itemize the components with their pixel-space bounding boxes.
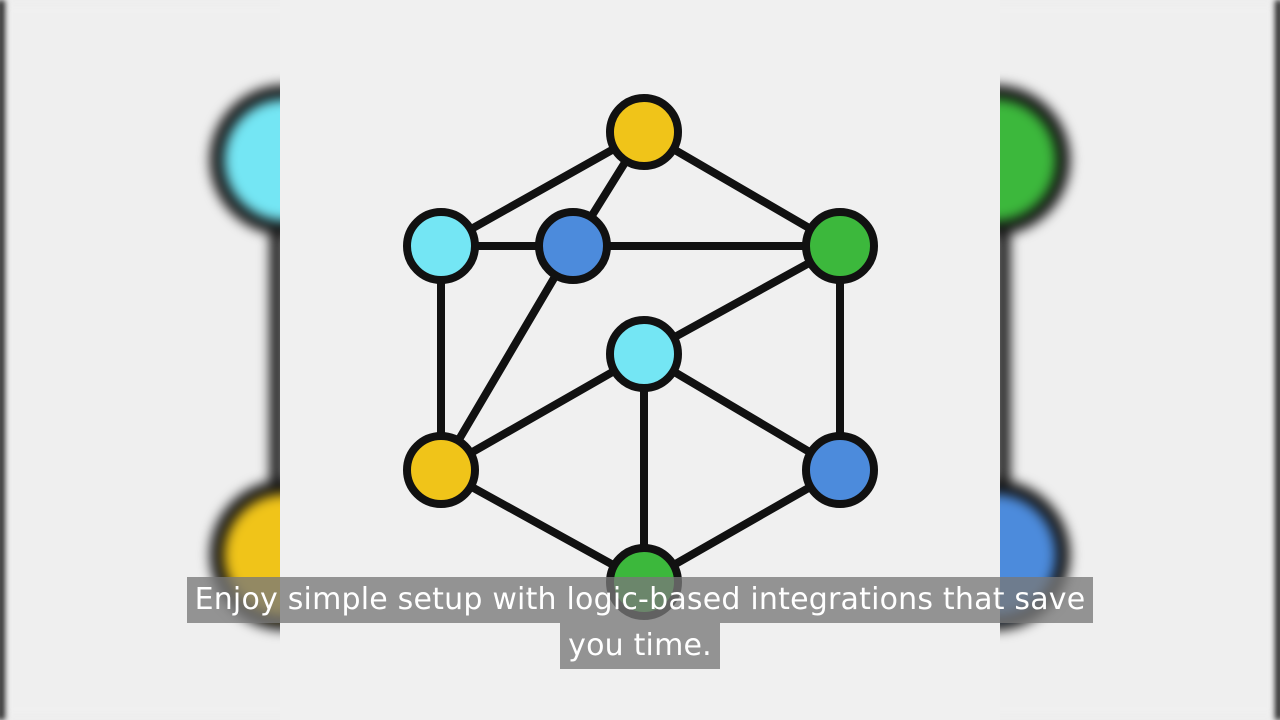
node-top	[606, 94, 682, 170]
subtitle-caption: Enjoy simple setup with logic-based inte…	[0, 577, 1280, 669]
node-lower-left	[403, 432, 479, 508]
edge-center-lower-left	[437, 350, 648, 474]
caption-line-1: Enjoy simple setup with logic-based inte…	[186, 577, 1094, 623]
graph-nodes	[403, 94, 878, 620]
node-upper-left	[403, 208, 479, 284]
edge-top-upper-left	[437, 128, 648, 250]
node-inner-upper	[535, 208, 611, 284]
network-graph-illustration	[403, 94, 878, 620]
node-center	[606, 316, 682, 392]
left-edge-shadow	[0, 0, 5, 720]
right-edge-shadow	[1275, 0, 1280, 720]
edge-lower-left-bottom	[437, 466, 648, 586]
caption-line-2: you time.	[560, 623, 720, 669]
node-lower-right	[802, 432, 878, 508]
edge-inner-upper-lower-left	[437, 242, 577, 474]
node-upper-right	[802, 208, 878, 284]
